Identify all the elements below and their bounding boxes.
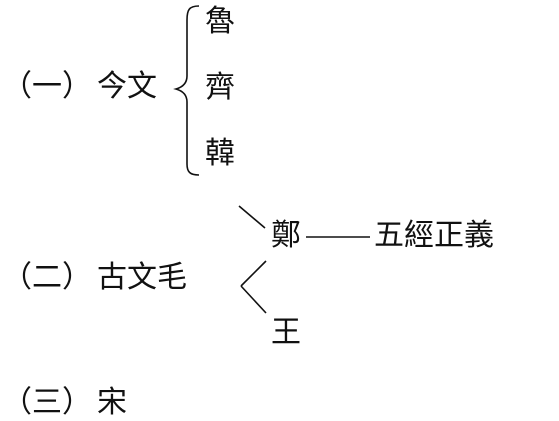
connector-upper-diagonal — [238, 205, 266, 229]
branch-zheng: 鄭 — [271, 218, 301, 253]
section-one-label: 今文 — [97, 69, 157, 104]
section-one-marker: （一） — [2, 69, 92, 104]
connector-lower-upper-diagonal — [240, 260, 267, 287]
connector-lower-lower-diagonal — [240, 285, 267, 314]
section-two-marker: （二） — [2, 260, 92, 295]
section-three-marker: （三） — [2, 385, 92, 420]
branch-lu: 魯 — [205, 4, 235, 39]
branch-qi: 齊 — [205, 70, 235, 105]
branch-wang: 王 — [271, 315, 301, 350]
curly-brace — [173, 5, 200, 176]
branch-han: 韓 — [205, 136, 235, 171]
section-two-label: 古文毛 — [97, 260, 187, 295]
target-wujing-zhengyi: 五經正義 — [374, 218, 494, 253]
section-three-label: 宋 — [97, 385, 127, 420]
